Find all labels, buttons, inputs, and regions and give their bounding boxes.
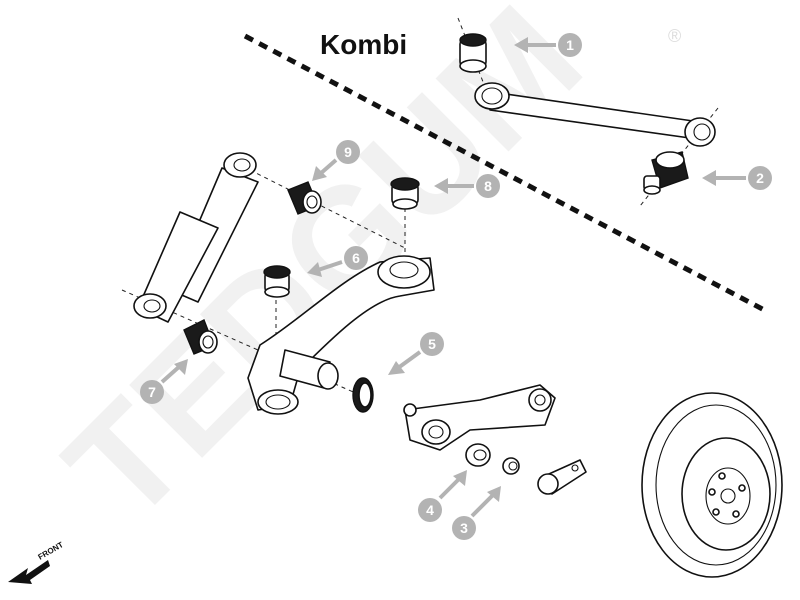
- callout-7: 7: [140, 359, 188, 404]
- title-kombi: Kombi: [320, 29, 407, 60]
- callout-4-number: 4: [426, 502, 434, 518]
- callout-4: 4: [418, 470, 467, 522]
- callout-1-number: 1: [566, 37, 574, 53]
- callout-8-number: 8: [484, 178, 492, 194]
- bushing-4: [465, 443, 491, 467]
- callout-6: 6: [307, 246, 368, 277]
- kombi-link-assembly: [457, 17, 719, 207]
- callout-3: 3: [452, 486, 501, 540]
- callout-2: 2: [702, 166, 772, 190]
- bushing-2: [643, 151, 689, 195]
- mounting-bracket: [537, 459, 587, 495]
- bushing-7: [183, 319, 218, 355]
- shock-absorber: [121, 152, 406, 396]
- section-divider: [243, 33, 770, 315]
- bushing-3: [502, 457, 520, 475]
- rear-beam: [403, 384, 556, 451]
- bushing-5: [352, 377, 374, 413]
- registered-mark: ®: [668, 26, 681, 46]
- callout-8: 8: [434, 174, 500, 198]
- callout-9: 9: [312, 140, 360, 181]
- bushing-6: [263, 265, 291, 298]
- bushing-8: [390, 177, 420, 210]
- callout-5: 5: [388, 332, 444, 375]
- callout-9-number: 9: [344, 144, 352, 160]
- callout-5-number: 5: [428, 336, 436, 352]
- front-indicator: FRONT: [8, 540, 65, 584]
- callout-2-number: 2: [756, 170, 764, 186]
- wheel: [641, 392, 783, 578]
- front-label: FRONT: [37, 540, 65, 562]
- callout-7-number: 7: [148, 384, 156, 400]
- bushing-1: [459, 33, 487, 73]
- callout-3-number: 3: [460, 520, 468, 536]
- callout-6-number: 6: [352, 250, 360, 266]
- bushing-9: [287, 181, 322, 215]
- watermark: TEDGUM: [34, 0, 612, 552]
- callout-1: 1: [514, 33, 582, 57]
